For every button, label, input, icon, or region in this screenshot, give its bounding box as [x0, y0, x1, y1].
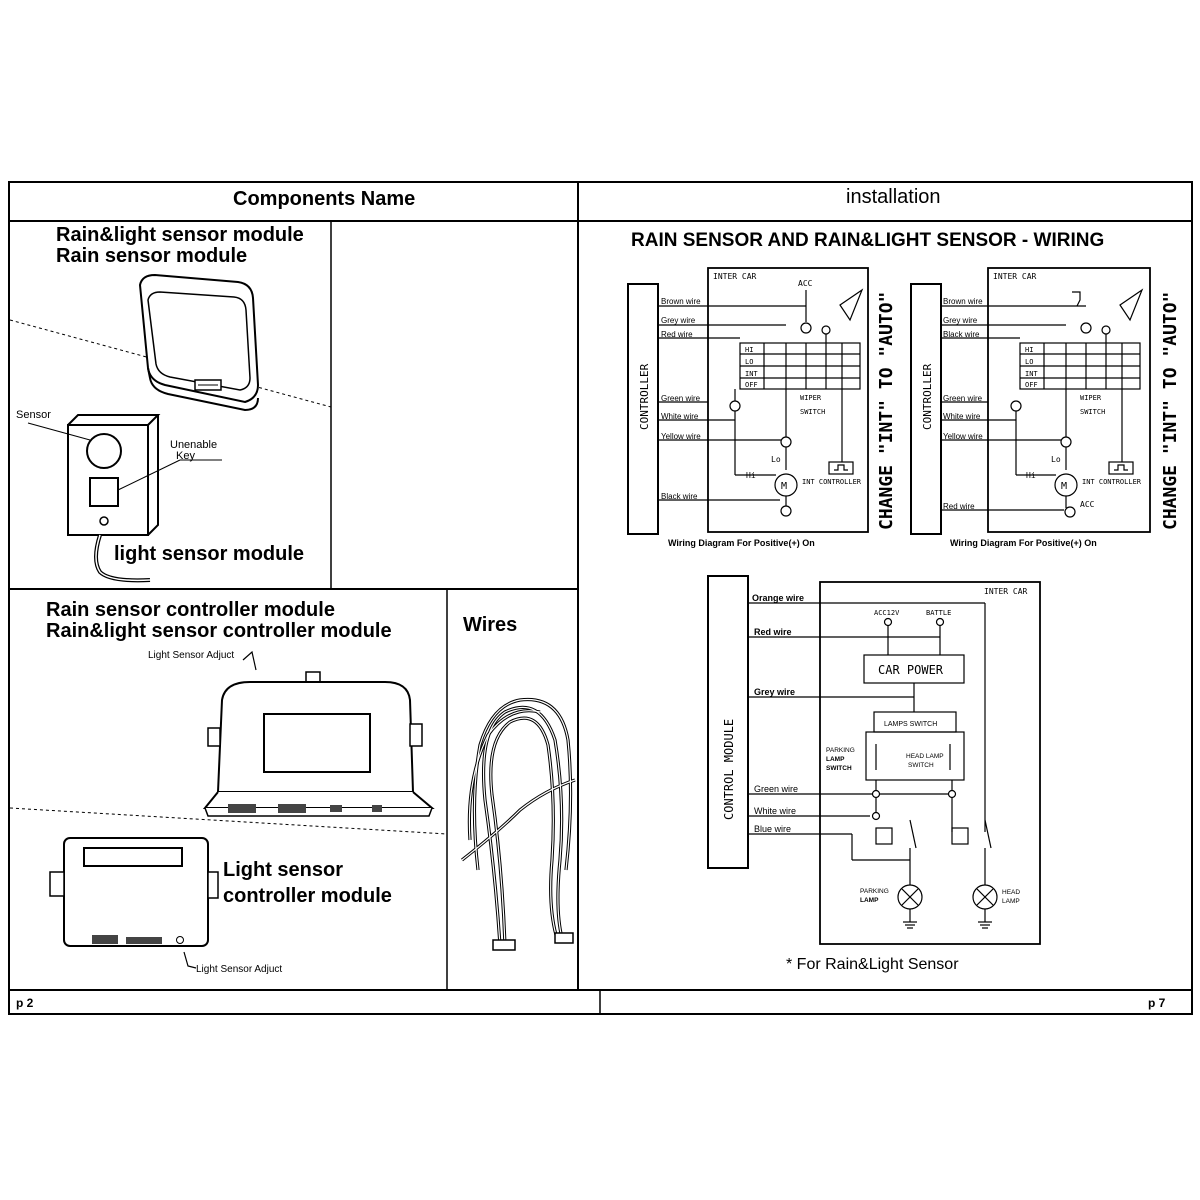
- d3-head-switch-1: HEAD LAMP: [906, 753, 944, 760]
- light-controller-title-2: controller module: [223, 885, 392, 907]
- d3-parking-switch-2: LAMP: [826, 756, 845, 763]
- light-controller-title-1: Light sensor: [223, 859, 344, 881]
- d1-wire-6: Black wire: [661, 492, 698, 501]
- d3-lamps-switch: LAMPS SWITCH: [884, 721, 937, 728]
- d3-head-lamp-1: HEAD: [1002, 889, 1020, 896]
- d3-head-switch-2: SWITCH: [908, 762, 934, 769]
- d3-car-power: CAR POWER: [878, 663, 944, 677]
- d3-head-lamp-2: LAMP: [1002, 898, 1020, 905]
- page-number-left: p 2: [16, 996, 34, 1010]
- d3-parking-switch-3: SWITCH: [826, 765, 852, 772]
- d1-controller-label: CONTROLLER: [638, 363, 651, 430]
- wiring-title: RAIN SENSOR AND RAIN&LIGHT SENSOR - WIRI…: [631, 230, 1105, 251]
- d1-wire-4: White wire: [661, 412, 699, 421]
- rain-light-module-title-2: Rain sensor module: [56, 245, 248, 267]
- d2-int-controller: INT CONTROLLER: [1082, 478, 1142, 486]
- d3-wire-5: Blue wire: [754, 824, 791, 834]
- d2-wire-6: Red wire: [943, 502, 975, 511]
- d1-wire-5: Yellow wire: [661, 432, 701, 441]
- light-sensor-module-title: light sensor module: [114, 543, 305, 565]
- d2-switch-int: INT: [1025, 370, 1038, 378]
- d3-wire-2: Grey wire: [754, 687, 795, 697]
- d2-wire-4: White wire: [943, 412, 981, 421]
- d2-hi: Hi: [1026, 471, 1036, 480]
- d3-parking-lamp-2: LAMP: [860, 897, 879, 904]
- d2-acc: ACC: [1080, 500, 1095, 509]
- d2-caption: Wiring Diagram For Positive(+) On: [950, 538, 1097, 548]
- d2-wire-3: Green wire: [943, 394, 983, 403]
- d1-caption: Wiring Diagram For Positive(+) On: [668, 538, 815, 548]
- d1-wire-2: Red wire: [661, 330, 693, 339]
- d1-switch-lo: LO: [745, 358, 753, 366]
- key-label: Key: [176, 450, 195, 462]
- d1-acc: ACC: [798, 279, 813, 288]
- d1-switch-int: INT: [745, 370, 758, 378]
- rain-light-module-title-1: Rain&light sensor module: [56, 224, 304, 246]
- d3-wire-1: Red wire: [754, 627, 792, 637]
- d1-inter-car: INTER CAR: [713, 272, 757, 281]
- components-header: Components Name: [233, 188, 416, 210]
- rain-light-note: * For Rain&Light Sensor: [786, 956, 959, 973]
- d1-int-controller: INT CONTROLLER: [802, 478, 862, 486]
- unenable-label: Unenable: [170, 439, 218, 451]
- d2-lo: Lo: [1051, 455, 1061, 464]
- d3-wire-0: Orange wire: [752, 593, 804, 603]
- d3-acc12v: ACC12V: [874, 609, 900, 617]
- d2-switch: SWITCH: [1080, 408, 1105, 416]
- d2-wire-5: Yellow wire: [943, 432, 983, 441]
- d3-control-module: CONTROL MODULE: [722, 719, 736, 820]
- d3-parking-lamp-1: PARKING: [860, 888, 889, 895]
- d2-motor: M: [1061, 481, 1067, 492]
- d1-lo: Lo: [771, 455, 781, 464]
- sensor-label: Sensor: [16, 409, 51, 421]
- d2-change-label: CHANGE "INT" TO "AUTO": [1160, 292, 1181, 530]
- d2-inter-car: INTER CAR: [993, 272, 1037, 281]
- d3-wire-3: Green wire: [754, 784, 798, 794]
- wires-title: Wires: [463, 614, 518, 636]
- d1-wire-3: Green wire: [661, 394, 701, 403]
- d1-wiper: WIPER: [800, 394, 822, 402]
- d1-switch-hi: HI: [745, 346, 753, 354]
- d2-wire-0: Brown wire: [943, 297, 983, 306]
- d1-switch-off: OFF: [745, 381, 758, 389]
- d3-wire-4: White wire: [754, 806, 796, 816]
- d2-controller-label: CONTROLLER: [921, 363, 934, 430]
- d2-switch-off: OFF: [1025, 381, 1038, 389]
- d3-inter-car: INTER CAR: [984, 587, 1028, 596]
- controller-adjust-label: Light Sensor Adjuct: [148, 650, 235, 661]
- d1-change-label: CHANGE "INT" TO "AUTO": [876, 292, 897, 530]
- d2-switch-lo: LO: [1025, 358, 1033, 366]
- light-controller-adjust-label: Light Sensor Adjuct: [196, 964, 283, 975]
- controller-module-title-1: Rain sensor controller module: [46, 599, 335, 621]
- d2-switch-hi: HI: [1025, 346, 1033, 354]
- d1-motor: M: [781, 481, 787, 492]
- d1-wire-1: Grey wire: [661, 316, 696, 325]
- d1-wire-0: Brown wire: [661, 297, 701, 306]
- page-number-right: p 7: [1148, 996, 1166, 1010]
- d1-switch: SWITCH: [800, 408, 825, 416]
- installation-header: installation: [846, 186, 941, 208]
- d1-hi: Hi: [746, 471, 756, 480]
- controller-module-title-2: Rain&light sensor controller module: [46, 620, 392, 642]
- d2-wire-2: Black wire: [943, 330, 980, 339]
- d3-battle: BATTLE: [926, 609, 951, 617]
- d3-parking-switch-1: PARKING: [826, 747, 855, 754]
- d2-wiper: WIPER: [1080, 394, 1102, 402]
- d2-wire-1: Grey wire: [943, 316, 978, 325]
